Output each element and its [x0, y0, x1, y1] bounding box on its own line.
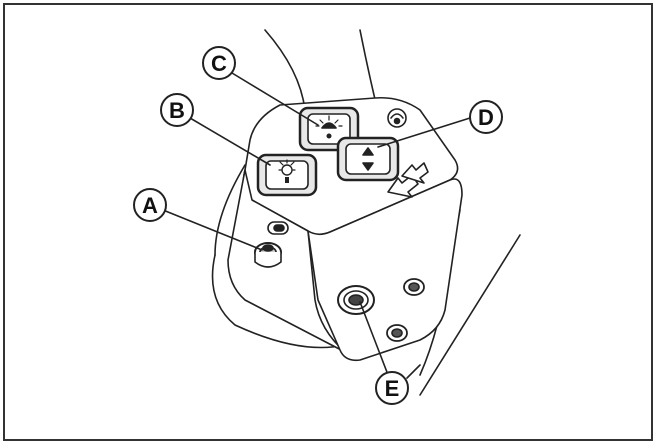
double-arrow-icon	[387, 162, 429, 198]
arm-bottom-curve	[211, 254, 346, 349]
callout-e-circle	[375, 371, 409, 405]
callout-d-circle	[469, 100, 503, 134]
leader-e-2	[406, 364, 421, 379]
callout-a-label: A	[142, 193, 158, 218]
leader-b	[189, 117, 271, 166]
callout-e-label: E	[385, 376, 400, 401]
callout-d-label: D	[478, 105, 494, 130]
port-e-small-1[interactable]	[403, 278, 425, 296]
toggle-symbol-icon	[267, 221, 289, 235]
callout-a-circle	[133, 188, 167, 222]
leader-d	[377, 117, 471, 148]
callout-b-label: B	[169, 98, 185, 123]
button-d[interactable]	[336, 136, 400, 182]
rotate-symbol-icon	[387, 108, 407, 128]
leader-c	[231, 72, 319, 126]
button-c[interactable]	[298, 106, 360, 152]
frame-right-line	[419, 234, 521, 396]
leader-a	[162, 209, 263, 251]
callout-b-circle	[160, 93, 194, 127]
leader-e-1	[359, 301, 391, 381]
arm-left-curve	[214, 164, 246, 256]
port-e-large[interactable]	[337, 285, 375, 315]
button-b[interactable]	[256, 153, 318, 197]
housing-front-face	[307, 178, 463, 362]
callout-c-circle	[202, 46, 236, 80]
knob-a[interactable]	[254, 242, 282, 268]
port-e-small-2[interactable]	[386, 324, 408, 342]
callout-c-label: C	[211, 51, 227, 76]
